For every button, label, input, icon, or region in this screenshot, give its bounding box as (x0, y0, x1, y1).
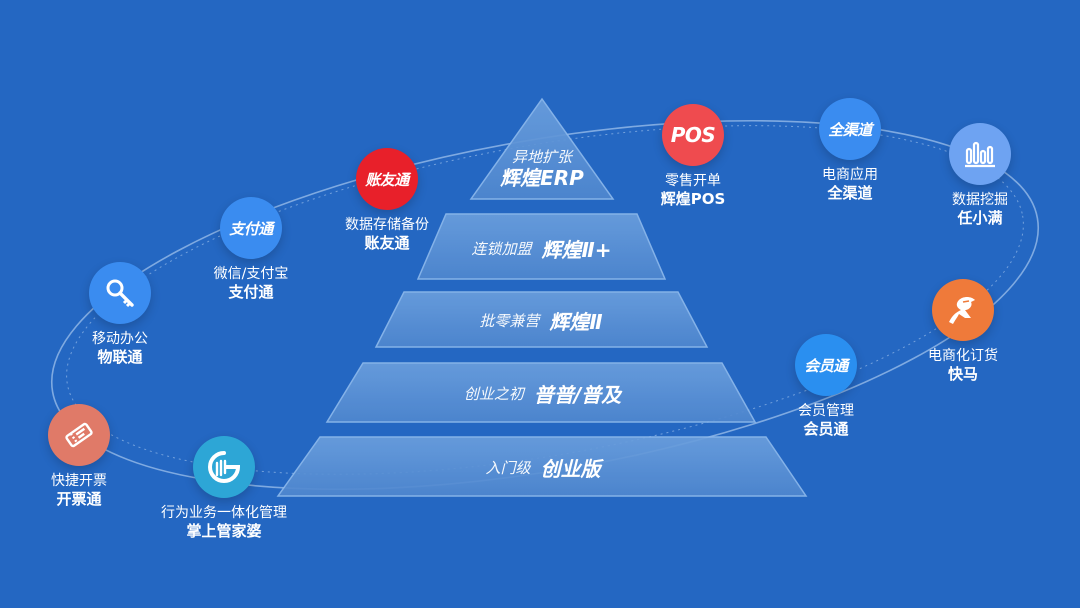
product-kaipiaotong-desc: 快捷开票 (51, 473, 107, 489)
product-wuliantong-name: 物联通 (97, 348, 143, 367)
key-icon (89, 262, 151, 324)
product-renxiaoman-desc: 数据挖掘 (952, 192, 1008, 208)
product-quanqudao-name: 全渠道 (827, 184, 873, 203)
pyramid-layer-1: 异地扩张 辉煌ERP (482, 148, 602, 190)
pyramid-layer-5-main: 创业版 (540, 456, 601, 481)
pyramid-layer-4-main: 普普/普及 (533, 382, 622, 407)
bar-chart-icon (949, 123, 1011, 185)
pyramid-layer-2-shape (416, 213, 667, 280)
product-quanqudao-desc: 电商应用 (822, 167, 878, 183)
product-wuliantong-desc: 移动办公 (92, 331, 148, 347)
product-zhangshang-guanjiapo-desc: 行为业务一体化管理 (161, 505, 287, 521)
product-zhifutong[interactable]: 支付通 微信/支付宝 支付通 (201, 197, 301, 303)
product-quanqudao[interactable]: 全渠道 电商应用 全渠道 (800, 98, 900, 204)
product-huihuang-pos[interactable]: POS 零售开单 辉煌POS (643, 104, 743, 210)
product-zhangyoutong-desc: 数据存储备份 (345, 217, 429, 233)
pyramid-layer-5-sub: 入门级 (485, 458, 531, 477)
pyramid-layer-3-sub: 批零兼营 (479, 311, 540, 330)
product-kaipiaotong-name: 开票通 (56, 490, 102, 509)
product-wuliantong[interactable]: 移动办公 物联通 (70, 262, 170, 368)
product-huihuang-pos-name: 辉煌POS (660, 190, 726, 209)
zhifutong-logo-icon: 支付通 (220, 197, 282, 259)
zhangyoutong-logo-icon: 账友通 (356, 148, 418, 210)
product-kaipiaotong[interactable]: 快捷开票 开票通 (29, 404, 129, 510)
product-huiyuantong-name: 会员通 (803, 420, 849, 439)
horse-icon (932, 279, 994, 341)
pyramid-layer-1-main: 辉煌ERP (500, 166, 584, 190)
pyramid-layer-2-main: 辉煌Ⅱ+ (541, 237, 612, 262)
pyramid-layer-3: 批零兼营 辉煌Ⅱ (404, 300, 678, 340)
pyramid-layer-2: 连锁加盟 辉煌Ⅱ+ (446, 228, 637, 268)
product-kuaima[interactable]: 电商化订货 快马 (908, 279, 1018, 385)
quanqudao-logo-icon: 全渠道 (819, 98, 881, 160)
huiyuantong-logo-text: 会员通 (804, 356, 848, 375)
product-zhifutong-desc: 微信/支付宝 (213, 266, 289, 282)
product-kuaima-desc: 电商化订货 (928, 348, 998, 364)
pyramid-layer-5-shape (276, 436, 808, 497)
product-kuaima-name: 快马 (947, 365, 978, 384)
product-huihuang-pos-desc: 零售开单 (665, 173, 721, 189)
product-zhifutong-name: 支付通 (228, 283, 274, 302)
pyramid-layer-1-shape (469, 97, 615, 200)
pos-logo-text: POS (670, 123, 716, 147)
pyramid-layer-4-sub: 创业之初 (463, 384, 524, 403)
product-huiyuantong[interactable]: 会员通 会员管理 会员通 (776, 334, 876, 440)
pyramid-layer-5: 入门级 创业版 (320, 447, 766, 487)
pos-logo-icon: POS (662, 104, 724, 166)
product-zhangshang-guanjiapo[interactable]: 行为业务一体化管理 掌上管家婆 (144, 436, 304, 542)
product-zhangshang-guanjiapo-name: 掌上管家婆 (186, 522, 262, 541)
product-zhangyoutong[interactable]: 账友通 数据存储备份 账友通 (327, 148, 447, 254)
product-zhangyoutong-name: 账友通 (364, 234, 410, 253)
zhifutong-logo-text: 支付通 (229, 219, 273, 238)
pyramid-layer-2-sub: 连锁加盟 (471, 239, 532, 258)
quanqudao-logo-text: 全渠道 (828, 120, 872, 139)
huiyuantong-logo-icon: 会员通 (795, 334, 857, 396)
zhangyoutong-logo-text: 账友通 (365, 170, 409, 189)
product-renxiaoman-name: 任小满 (957, 209, 1003, 228)
pyramid-layer-4: 创业之初 普普/普及 (363, 373, 722, 413)
product-huiyuantong-desc: 会员管理 (798, 403, 854, 419)
product-renxiaoman[interactable]: 数据挖掘 任小满 (930, 123, 1030, 229)
hand-g-icon (193, 436, 255, 498)
pyramid-layer-1-sub: 异地扩张 (511, 148, 572, 166)
pyramid-layer-4-shape (325, 362, 757, 423)
ticket-icon (48, 404, 110, 466)
pyramid-layer-3-main: 辉煌Ⅱ (549, 309, 603, 334)
pyramid-layer-3-shape (374, 291, 709, 348)
